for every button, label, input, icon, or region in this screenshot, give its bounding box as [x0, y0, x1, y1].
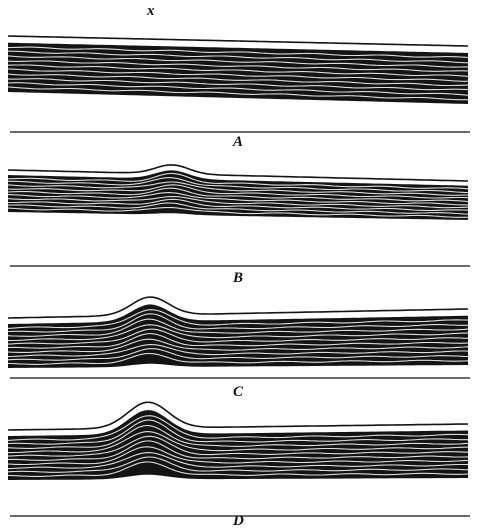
panel-label-b: B [232, 270, 243, 286]
dark-strata-body [8, 410, 468, 480]
panel-a: A [8, 36, 470, 150]
top-bed-line [8, 402, 468, 430]
panel-label-c: C [233, 384, 244, 400]
top-bed-line [8, 297, 468, 318]
panel-b: B [8, 165, 470, 286]
top-mark-x: x [146, 3, 155, 19]
panel-c: C [8, 297, 470, 400]
panel-d: D [8, 402, 470, 529]
panel-label-d: D [232, 513, 244, 529]
panel-label-a: A [232, 134, 243, 150]
